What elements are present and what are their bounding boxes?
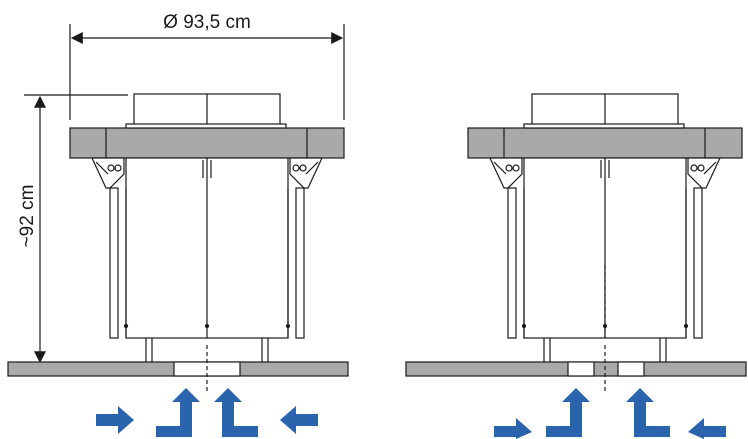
airflow-arrow-icon — [214, 388, 258, 437]
top-plate — [467, 123, 743, 159]
airflow-right — [494, 388, 726, 439]
installation-left: Ø 93,5 cm ~92 cm — [7, 12, 349, 392]
right-bracket — [289, 157, 323, 189]
legs — [145, 338, 269, 362]
floor-plate — [7, 345, 349, 392]
legs — [543, 338, 667, 362]
installation-right — [405, 93, 747, 392]
airflow-arrow-icon — [96, 406, 134, 434]
airflow-arrow-icon — [626, 388, 670, 437]
height-label: ~92 cm — [17, 185, 38, 248]
right-bracket — [687, 157, 721, 189]
top-vent-box — [531, 93, 679, 129]
airflow-arrow-icon — [280, 406, 318, 434]
airflow-left — [96, 388, 318, 437]
heater-body — [507, 157, 703, 339]
top-vent-box — [133, 93, 281, 129]
airflow-arrow-icon — [688, 418, 726, 439]
floor-plate — [405, 345, 747, 392]
left-bracket — [489, 157, 523, 189]
heater-body — [109, 157, 305, 339]
height-dimension — [24, 94, 128, 364]
left-bracket — [91, 157, 125, 189]
airflow-arrow-icon — [156, 388, 200, 437]
top-plate — [69, 123, 345, 159]
airflow-arrow-icon — [494, 418, 532, 439]
diameter-label: Ø 93,5 cm — [163, 12, 251, 33]
airflow-arrow-icon — [546, 388, 590, 437]
diameter-dimension — [69, 24, 345, 120]
